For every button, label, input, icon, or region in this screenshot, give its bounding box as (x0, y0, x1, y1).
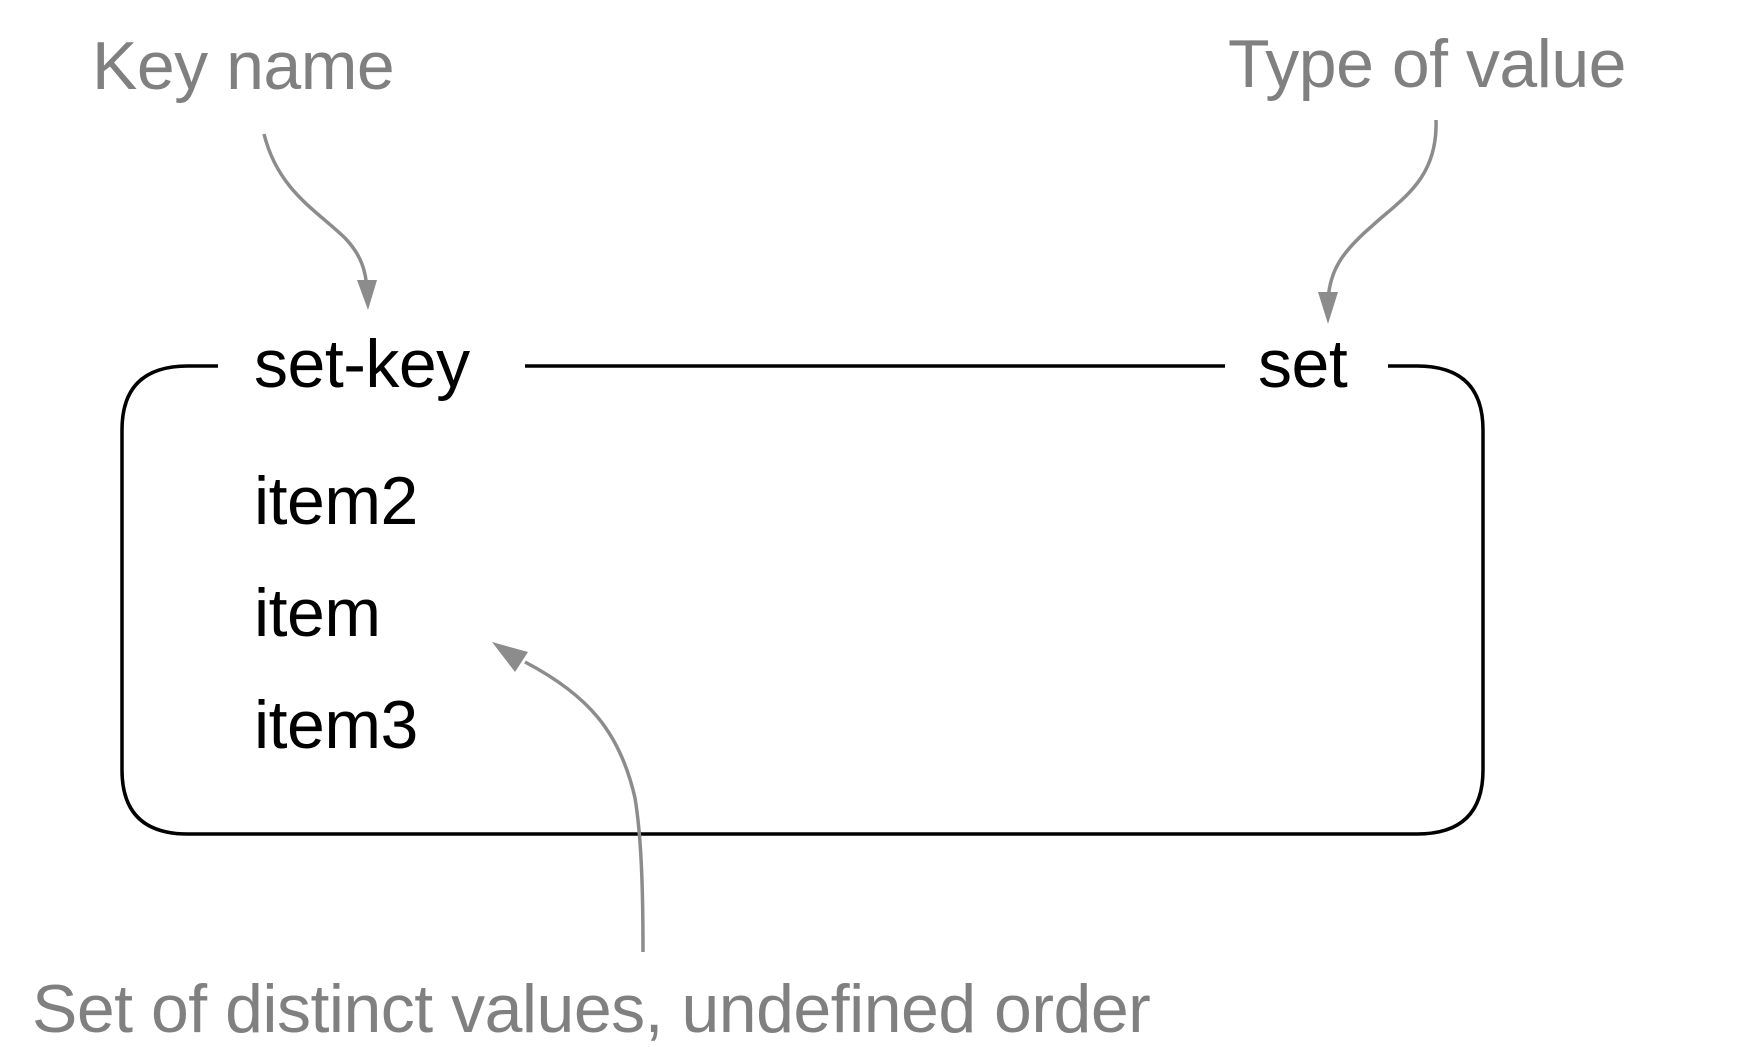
key-label: set-key (254, 326, 470, 402)
set-item: item3 (254, 687, 418, 763)
set-item: item (254, 575, 381, 651)
set-description-arrow (524, 660, 645, 953)
key-name-annotation: Key name (92, 28, 395, 104)
type-of-value-arrow-head (1318, 292, 1338, 324)
set-item: item2 (254, 463, 418, 539)
container-box-outline (120, 364, 1485, 836)
set-description-arrow-head (492, 642, 528, 672)
key-name-arrow (262, 133, 369, 291)
set-description-annotation: Set of distinct values, undefined order (32, 971, 1151, 1047)
type-of-value-arrow (1326, 119, 1438, 301)
key-name-arrow-head (357, 280, 377, 310)
type-label: set (1258, 326, 1348, 402)
type-of-value-annotation: Type of value (1228, 26, 1626, 102)
